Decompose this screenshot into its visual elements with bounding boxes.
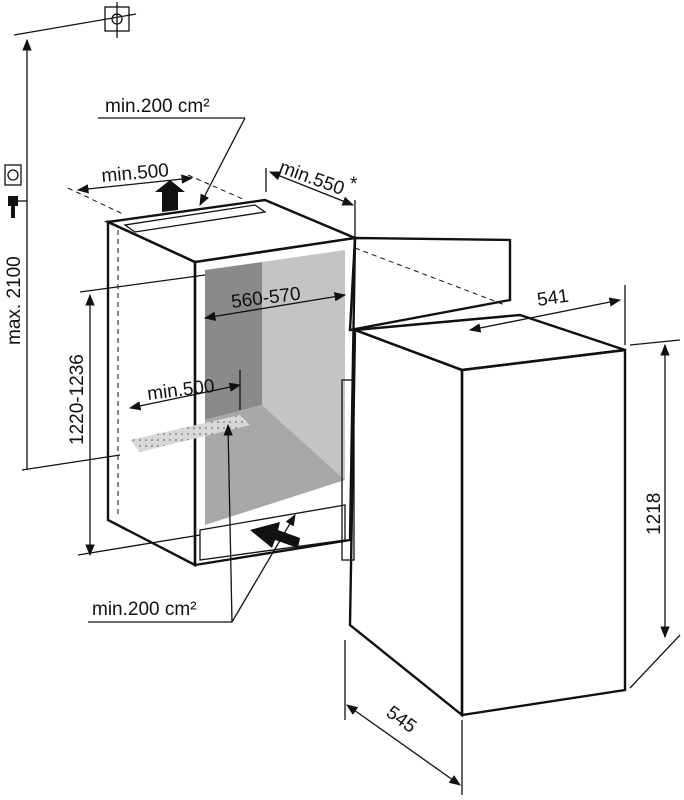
ceiling-outlet-icon: [13, 2, 137, 38]
door-clearance-label: min.550: [276, 157, 347, 200]
asterisk-note: *: [350, 174, 358, 195]
appliance: [341, 313, 627, 718]
airflow-in-arrow: [250, 522, 300, 548]
airflow-up-arrow: [155, 180, 185, 212]
max-height-label: max. 2100: [4, 256, 25, 345]
socket-icon: [4, 164, 22, 186]
plug-icon: [8, 196, 27, 218]
top-vent-area-label: min.200 cm²: [105, 96, 210, 117]
niche-height-label: 1220-1236: [67, 354, 88, 445]
open-door: [348, 236, 512, 332]
bottom-vent-area-label: min.200 cm²: [92, 599, 197, 620]
niche-cabinet: [103, 198, 360, 567]
appliance-width-label: 541: [536, 286, 570, 311]
max-height-dimension: max. 2100: [4, 38, 121, 471]
top-vent-width-label: min.500: [101, 160, 170, 187]
appliance-depth-label: 545: [382, 702, 420, 738]
appliance-height-label: 1218: [644, 493, 665, 535]
